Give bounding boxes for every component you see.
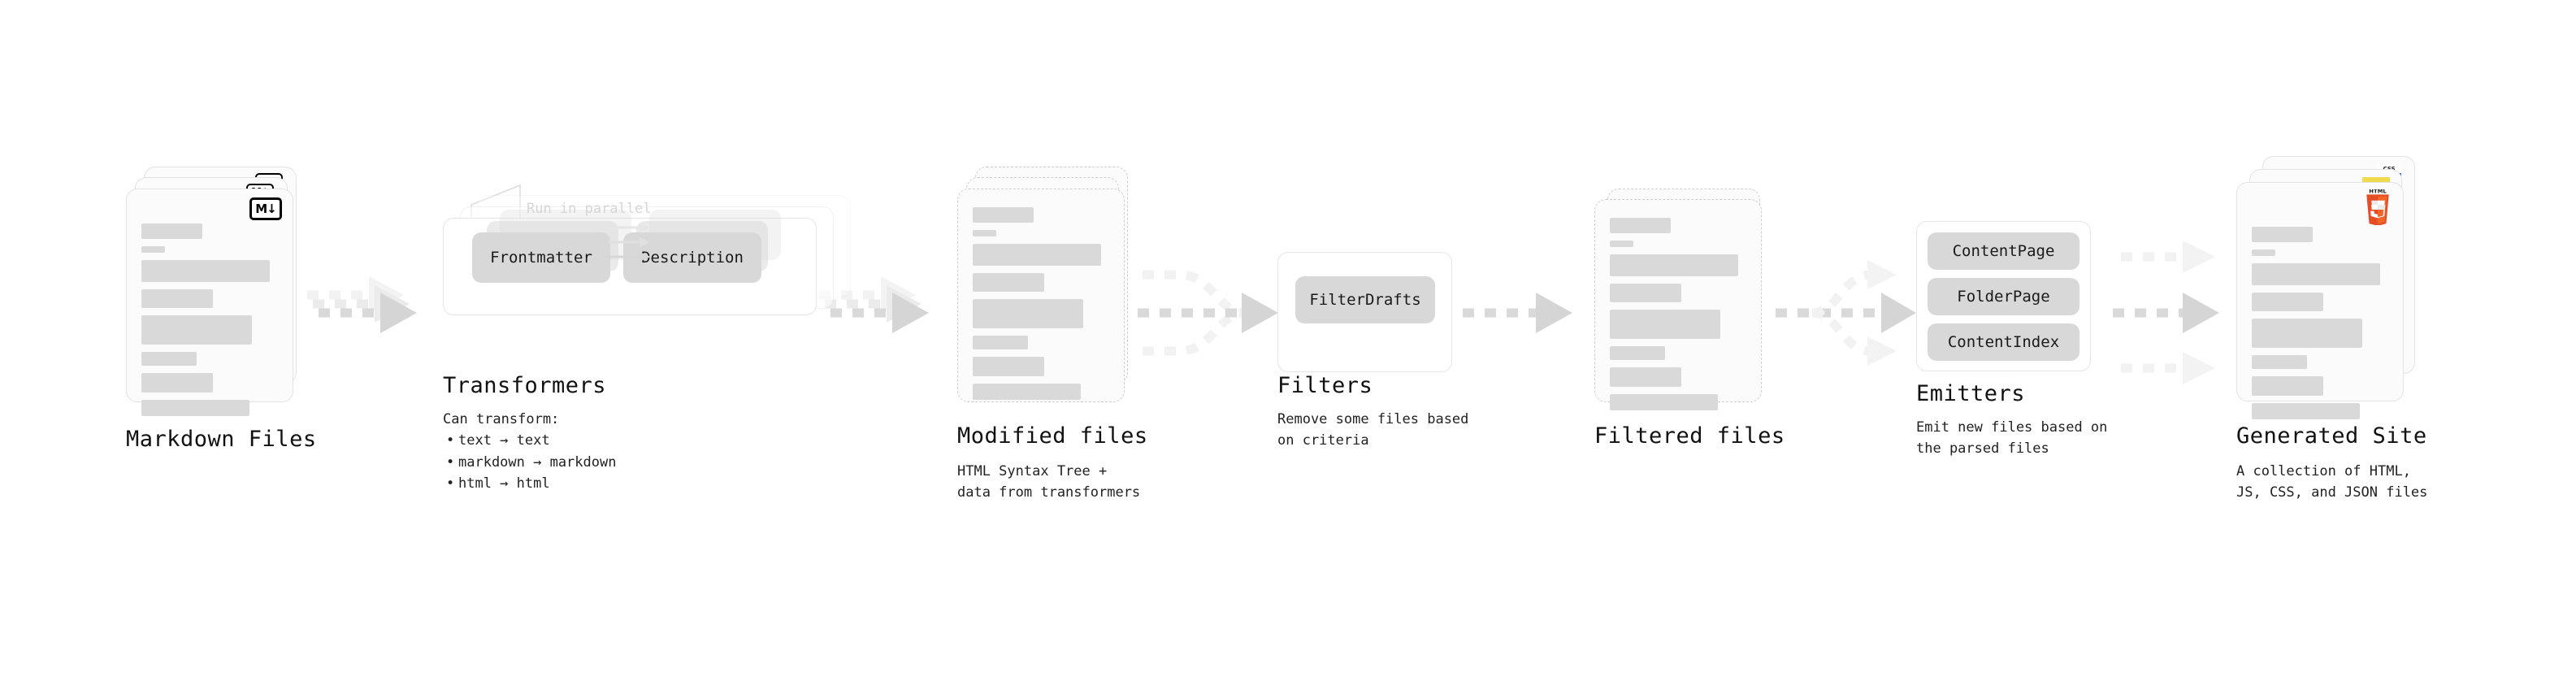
emitter-chip-contentindex[interactable]: ContentIndex <box>1928 323 2079 361</box>
markdown-icon: M↓ <box>249 197 282 220</box>
modified-document-stack <box>957 167 1128 402</box>
markdown-document-stack: M↓ M↓ M↓ <box>126 167 297 416</box>
doc-bar <box>1610 394 1718 410</box>
filter-chip-filterdrafts[interactable]: FilterDrafts <box>1295 276 1435 323</box>
arrow-markdown-to-transformers <box>307 276 417 333</box>
markdown-doc-front: M↓ <box>126 189 293 416</box>
modified-files-subtitle: HTML Syntax Tree + data from transformer… <box>957 463 1141 501</box>
doc-bar <box>2252 263 2381 285</box>
markdown-doc-bars <box>141 223 280 423</box>
emitter-chip-folderpage[interactable]: FolderPage <box>1928 278 2079 315</box>
doc-bar <box>141 400 249 416</box>
filtered-files-title: Filtered files <box>1594 423 1785 449</box>
doc-bar <box>973 244 1102 266</box>
transformers-bullet-item: html → html <box>446 473 616 495</box>
doc-bar <box>1610 241 1633 247</box>
svg-text:HTML: HTML <box>2369 189 2387 195</box>
filters-title: Filters <box>1277 373 1373 398</box>
transformers-bullet-item: markdown → markdown <box>446 452 617 474</box>
doc-bar <box>973 336 1028 349</box>
transformer-chip-frontmatter[interactable]: Frontmatter <box>472 232 610 283</box>
html5-icon: HTML <box>2362 189 2393 227</box>
doc-bar <box>973 299 1083 328</box>
doc-bar <box>141 289 214 308</box>
doc-bar <box>2252 227 2313 242</box>
filtered-doc-front <box>1594 199 1762 410</box>
doc-bar <box>141 260 271 282</box>
stage-markdown-files: M↓ M↓ M↓ <box>126 167 297 416</box>
doc-bar <box>2252 319 2362 348</box>
stage-modified-files <box>957 167 1128 402</box>
doc-bar <box>2252 293 2324 311</box>
doc-bar <box>1610 284 1682 302</box>
transformers-bullet-item: text → text <box>446 430 616 452</box>
emitter-chip-contentpage[interactable]: ContentPage <box>1928 232 2079 270</box>
doc-bar <box>2252 249 2275 256</box>
emitters-subtitle: Emit new files based on the parsed files <box>1916 419 2108 458</box>
filtered-document-stack <box>1594 189 1765 424</box>
doc-bar <box>1610 310 1720 339</box>
doc-bar <box>1610 346 1665 360</box>
transformers-bullet-list: text → text markdown → markdown html → h… <box>443 430 617 495</box>
doc-bar <box>2252 376 2324 396</box>
doc-bar <box>2252 355 2307 369</box>
transformers-title: Transformers <box>443 373 607 398</box>
arrow-filtered-to-emitters <box>1776 260 1916 366</box>
modified-doc-bars <box>973 207 1111 407</box>
markdown-files-title: Markdown Files <box>126 427 317 452</box>
arrow-emitters-to-site <box>2113 241 2219 384</box>
modified-doc-front <box>957 189 1125 402</box>
transformers-description: Can transform: text → text markdown → ma… <box>443 409 617 495</box>
doc-bar <box>141 246 165 253</box>
stage-filtered-files <box>1594 189 1765 424</box>
doc-bar <box>973 207 1034 223</box>
doc-bar <box>141 223 202 239</box>
generated-document-stack: CSS HTML <box>2236 156 2415 419</box>
doc-bar <box>973 357 1045 376</box>
doc-bar <box>973 384 1081 400</box>
filters-subtitle: Remove some files based on criteria <box>1277 411 1469 449</box>
doc-bar <box>141 315 252 345</box>
doc-bar <box>1610 367 1682 387</box>
run-in-parallel-note: Run in parallel <box>527 201 652 217</box>
generated-site-title: Generated Site <box>2236 423 2427 449</box>
doc-bar <box>973 273 1045 292</box>
doc-bar <box>141 373 214 393</box>
doc-bar <box>973 230 996 236</box>
generated-doc-front: HTML <box>2236 182 2404 419</box>
transformer-internal-arrows <box>605 223 651 262</box>
emitters-title: Emitters <box>1916 381 2026 406</box>
stage-generated-site: CSS HTML <box>2236 156 2415 419</box>
transformers-bullets-head: Can transform: <box>443 411 560 427</box>
arrow-modified-to-filters <box>1138 270 1278 356</box>
arrow-filters-to-filtered <box>1463 293 1572 333</box>
generated-doc-bars <box>2252 227 2390 427</box>
doc-bar <box>1610 254 1739 276</box>
filtered-doc-bars <box>1610 218 1748 418</box>
generated-site-subtitle: A collection of HTML, JS, CSS, and JSON … <box>2236 463 2428 501</box>
doc-bar <box>2252 403 2360 419</box>
modified-files-title: Modified files <box>957 423 1148 449</box>
doc-bar <box>141 352 197 366</box>
doc-bar <box>1610 218 1671 233</box>
